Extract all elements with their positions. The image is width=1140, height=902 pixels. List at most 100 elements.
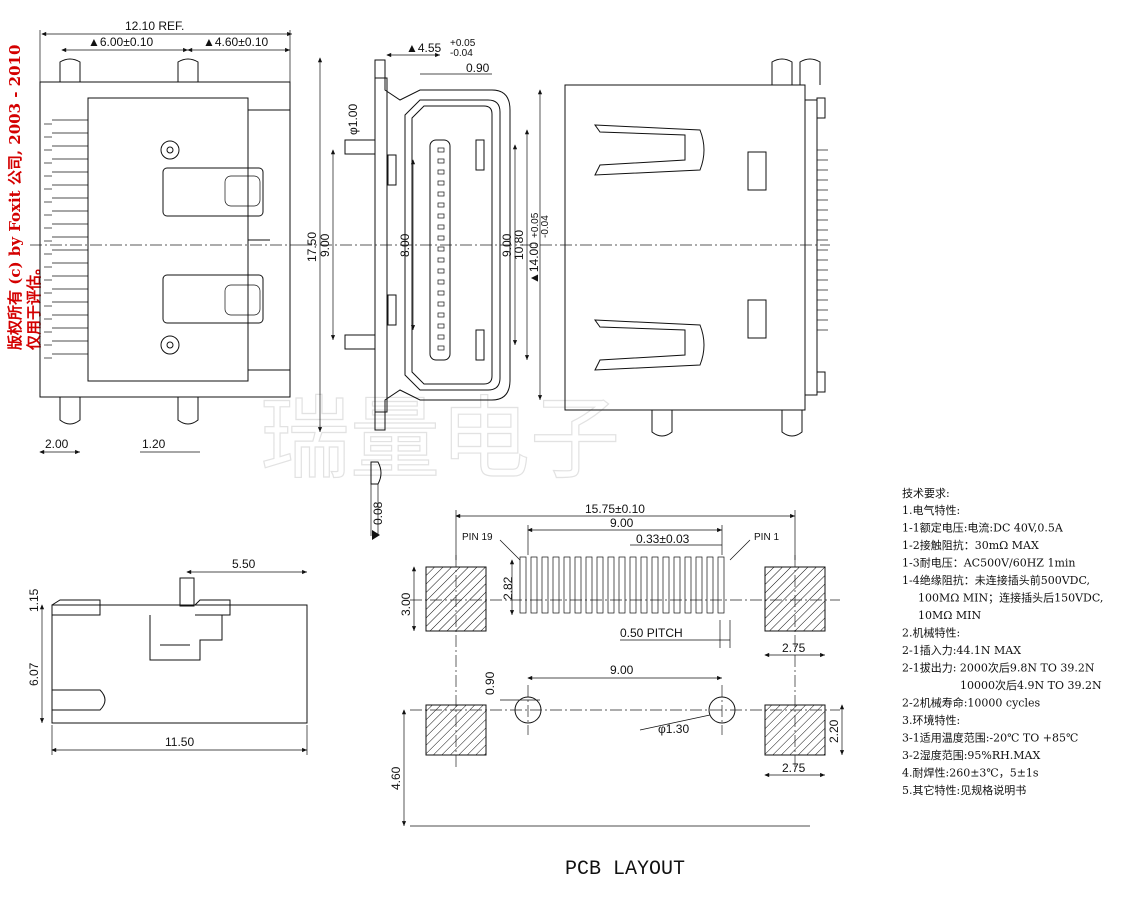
- dim-contact-span: 8.00: [398, 233, 412, 257]
- pcb-signal-pad: [519, 556, 527, 614]
- tongue-contact: [437, 323, 445, 329]
- pcb-signal-pad: [530, 556, 538, 614]
- pcb-pin19-label: PIN 19: [462, 532, 493, 543]
- dim-pcb-hole-span: 9.00: [610, 663, 634, 677]
- tongue-contact: [437, 334, 445, 340]
- tongue-contact: [437, 301, 445, 307]
- dim-pcb-shell-pad-width-top: 2.75: [782, 641, 806, 655]
- dim-shell-height-tol-up: +0.05: [530, 212, 541, 238]
- pcb-signal-pad: [695, 556, 703, 614]
- dim-shell-width-tol-low: -0.04: [450, 48, 473, 59]
- rear-view: [560, 58, 830, 437]
- tech-req-line: 2.机械特性:: [902, 626, 960, 640]
- rear-view-body: [564, 84, 806, 411]
- tech-req-line: 1-1额定电压:电流:DC 40V,0.5A: [902, 521, 1064, 535]
- pcb-signal-pad: [673, 556, 681, 614]
- tech-req-line: 100MΩ MIN；连接插头后150VDC,: [918, 591, 1103, 605]
- dim-shell-height-tol-low: -0.04: [540, 215, 551, 238]
- watermark-line-2: 仅用于评估。: [25, 260, 43, 351]
- pcb-signal-pad: [618, 556, 626, 614]
- pcb-signal-pad: [640, 556, 648, 614]
- dim-bottom-left: 2.00: [45, 437, 69, 451]
- dim-thickness: 0.08: [371, 501, 385, 525]
- dim-opening: 10.80: [512, 230, 526, 260]
- pcb-signal-pads: [519, 556, 725, 614]
- tongue-contact: [437, 191, 445, 197]
- tech-req-line: 1.电气特性:: [902, 503, 960, 517]
- tech-req-line: 1-4绝缘阻抗：未连接插头前500VDC,: [902, 573, 1090, 587]
- pcb-signal-pad: [662, 556, 670, 614]
- tech-req-line: 3-1适用温度范围:-20℃ TO +85℃: [902, 731, 1078, 745]
- pcb-signal-pad: [717, 556, 725, 614]
- dim-overall-ref: 12.10 REF.: [125, 19, 184, 33]
- tech-req-line: 1-2接触阻抗：30mΩ MAX: [902, 538, 1039, 552]
- tongue-contact: [437, 202, 445, 208]
- pcb-signal-pad: [684, 556, 692, 614]
- tech-req-line: 3-2湿度范围:95%RH.MAX: [902, 748, 1040, 762]
- tongue-contact: [437, 147, 445, 153]
- tech-req-lines: 1.电气特性: 1-1额定电压:电流:DC 40V,0.5A 1-2接触阻抗：30m…: [902, 503, 1103, 797]
- pcb-signal-pad: [585, 556, 593, 614]
- dim-pcb-total-width: 15.75±0.10: [585, 502, 645, 516]
- pcb-signal-pad: [607, 556, 615, 614]
- dim-body-len: 11.50: [165, 735, 194, 749]
- tech-req-line: 2-2机械寿命:10000 cycles: [902, 696, 1040, 710]
- dim-overall-height: 17.50: [305, 232, 319, 262]
- tech-req-line: 4.耐焊性:260±3℃，5±1s: [902, 766, 1039, 780]
- dim-left-span: ▲6.00±0.10: [88, 35, 154, 49]
- tech-req-heading: 技术要求:: [902, 487, 950, 500]
- pcb-signal-pad: [563, 556, 571, 614]
- foxit-watermark: 版权所有 (c) by Foxit 公司, 2003 - 2010 仅用于评估。: [6, 45, 43, 351]
- dim-pcb-pad-length: 2.82: [501, 576, 515, 600]
- tech-req-line: 10MΩ MIN: [918, 609, 981, 622]
- side-view: 5.50 1.15 6.07 11.50: [27, 557, 308, 755]
- tongue-contact: [437, 224, 445, 230]
- top-view-body: [87, 97, 249, 382]
- dim-pcb-hole-dia: φ1.30: [658, 722, 689, 736]
- dim-body-height: 6.07: [27, 662, 41, 686]
- top-view-outline: [39, 81, 291, 398]
- top-view: 12.10 REF. ▲6.00±0.10 ▲4.60±0.10 2.00 1.…: [30, 19, 300, 455]
- tongue-contact: [437, 345, 445, 351]
- watermark-line-1: 版权所有 (c) by Foxit 公司, 2003 - 2010: [6, 45, 24, 350]
- tongue-contact: [437, 290, 445, 296]
- dim-bottom-mid: 1.20: [142, 437, 166, 451]
- tongue-contact: [437, 312, 445, 318]
- front-view: ▲4.55 +0.05 -0.04 0.90 φ1.00 17.50 9.00 …: [300, 38, 560, 540]
- dim-post-len: 5.50: [232, 557, 256, 571]
- tongue-contacts: [437, 147, 445, 351]
- pcb-layout: 15.75±0.10 9.00 0.33±0.03 PIN 19 PIN 1 2…: [389, 502, 845, 881]
- pcb-signal-pad: [552, 556, 560, 614]
- pcb-signal-pad: [596, 556, 604, 614]
- tongue-contact: [437, 158, 445, 164]
- pcb-signal-pad: [629, 556, 637, 614]
- dim-pcb-pin-span: 9.00: [610, 516, 634, 530]
- pcb-signal-pad: [651, 556, 659, 614]
- tech-req-line: 1-3耐电压：AC500V/60HZ 1min: [902, 557, 1075, 570]
- dim-pcb-shell-pad-width-bottom: 2.75: [782, 761, 806, 775]
- dim-pcb-edge-distance: 4.60: [389, 766, 403, 790]
- tongue-contact: [437, 268, 445, 274]
- tech-req-line: 2-1插入力:44.1N MAX: [902, 643, 1021, 657]
- dim-right-span: ▲4.60±0.10: [203, 35, 269, 49]
- tongue-contact: [437, 180, 445, 186]
- rear-view-pins: [817, 149, 828, 331]
- tongue-contact: [437, 169, 445, 175]
- dim-pin-span: 9.00: [500, 233, 514, 257]
- tech-req-line: 2-1拔出力: 2000次后9.8N TO 39.2N: [902, 661, 1095, 675]
- dim-pcb-hole-offset: 0.90: [483, 671, 497, 695]
- dim-offset: 0.90: [466, 61, 490, 75]
- dim-hole-dia: φ1.00: [346, 104, 360, 135]
- dim-inner-height: 9.00: [318, 233, 332, 257]
- pcb-signal-pad: [574, 556, 582, 614]
- dim-pcb-shell-pad-height: 3.00: [399, 592, 413, 616]
- tech-req-line: 3.环境特性:: [902, 713, 960, 727]
- dim-shell-width-tol-up: +0.05: [450, 38, 476, 49]
- pcb-signal-pad: [706, 556, 714, 614]
- pcb-signal-pad: [541, 556, 549, 614]
- dim-pcb-pitch: 0.50 PITCH: [620, 626, 683, 640]
- dim-pcb-bottom-pad-height: 2.20: [827, 719, 841, 743]
- tongue-contact: [437, 213, 445, 219]
- tech-req-line: 10000次后4.9N TO 39.2N: [960, 678, 1102, 692]
